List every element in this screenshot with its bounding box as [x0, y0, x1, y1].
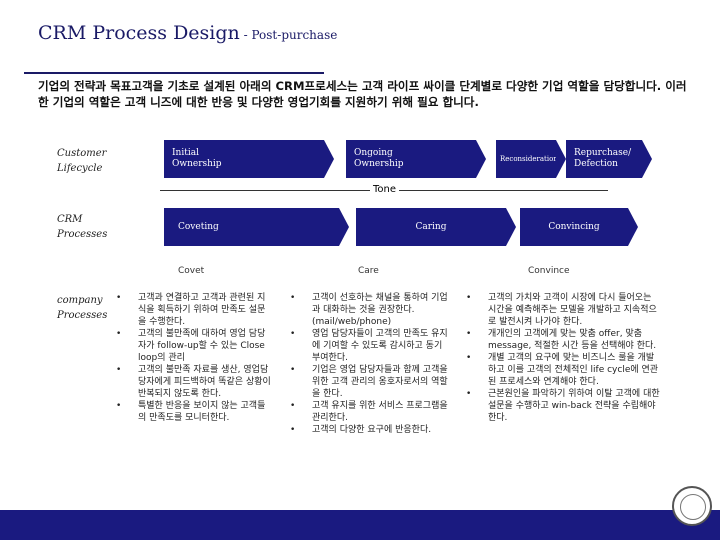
lifecycle-stage-reconsideration: Reconsideration: [496, 140, 566, 178]
care-activities-list: 고객이 선호하는 채널을 통하여 기업과 대화하는 것을 권장한다. (mail…: [290, 292, 450, 436]
seal-logo: [672, 486, 712, 526]
list-item: 고객과 연결하고 고객과 관련된 지식을 획득하기 위하여 만족도 설문을 수행…: [116, 292, 271, 328]
title-sub: - Post-purchase: [239, 28, 338, 42]
title-main: CRM Process Design: [38, 22, 240, 44]
customer-lifecycle-label: Customer Lifecycle: [57, 148, 107, 174]
page-title: CRM Process Design - Post-purchase: [38, 22, 337, 44]
list-item: 고객의 불만족 자료를 생산, 영업담당자에게 피드백하여 똑같은 상황이 반복…: [116, 364, 271, 400]
lifecycle-stage-initial-ownership: Initial Ownership: [164, 140, 334, 178]
title-underline: [24, 72, 324, 74]
company-processes-label: company Processes: [57, 295, 108, 321]
list-item: 고객의 다양한 요구에 반응한다.: [290, 424, 450, 436]
list-item: 고객의 불만족에 대하여 영업 담당자가 follow-up할 수 있는 Clo…: [116, 328, 271, 364]
list-item: 특별한 반응을 보이지 않는 고객들의 만족도를 모니터한다.: [116, 400, 271, 424]
list-item: 고객이 선호하는 채널을 통하여 기업과 대화하는 것을 권장한다. (mail…: [290, 292, 450, 328]
tone-label: Tone: [370, 184, 400, 195]
process-caring: Caring: [356, 208, 516, 246]
covet-activities-list: 고객과 연결하고 고객과 관련된 지식을 획득하기 위하여 만족도 설문을 수행…: [116, 292, 271, 424]
list-item: 근본원인을 파악하기 위하여 이탈 고객에 대한 설문을 수행하고 win-ba…: [466, 388, 662, 424]
list-item: 기업은 영업 담당자들과 함께 고객을 위한 고객 관리의 옹호자로서의 역할을…: [290, 364, 450, 400]
intro-text: 기업의 전략과 목표고객을 기초로 설계된 아래의 CRM프로세스는 고객 라이…: [38, 79, 687, 109]
list-item: 개별 고객의 요구에 맞는 비즈니스 룰을 개발하고 이를 고객의 전체적인 l…: [466, 352, 662, 388]
lifecycle-stage-ongoing-ownership: Ongoing Ownership: [346, 140, 486, 178]
lifecycle-stage-repurchase-defection: Repurchase/ Defection: [566, 140, 652, 178]
caption-convince: Convince: [528, 266, 570, 276]
caption-covet: Covet: [178, 266, 205, 276]
list-item: 개개인의 고객에게 맞는 맞춤 offer, 맞춤 message, 적절한 시…: [466, 328, 662, 352]
process-convincing: Convincing: [520, 208, 638, 246]
footer-bar: [0, 510, 720, 540]
caption-care: Care: [358, 266, 379, 276]
list-item: 영업 담당자들이 고객의 만족도 유지에 기여할 수 있도록 감시하고 동기 부…: [290, 328, 450, 364]
convince-activities-list: 고객의 가치와 고객이 시장에 다시 들어오는 시간을 예측해주는 모델을 개발…: [466, 292, 662, 424]
crm-processes-label: CRM Processes: [57, 214, 108, 240]
list-item: 고객의 가치와 고객이 시장에 다시 들어오는 시간을 예측해주는 모델을 개발…: [466, 292, 662, 328]
list-item: 고객 유지를 위한 서비스 프로그램을 관리한다.: [290, 400, 450, 424]
process-coveting: Coveting: [164, 208, 349, 246]
